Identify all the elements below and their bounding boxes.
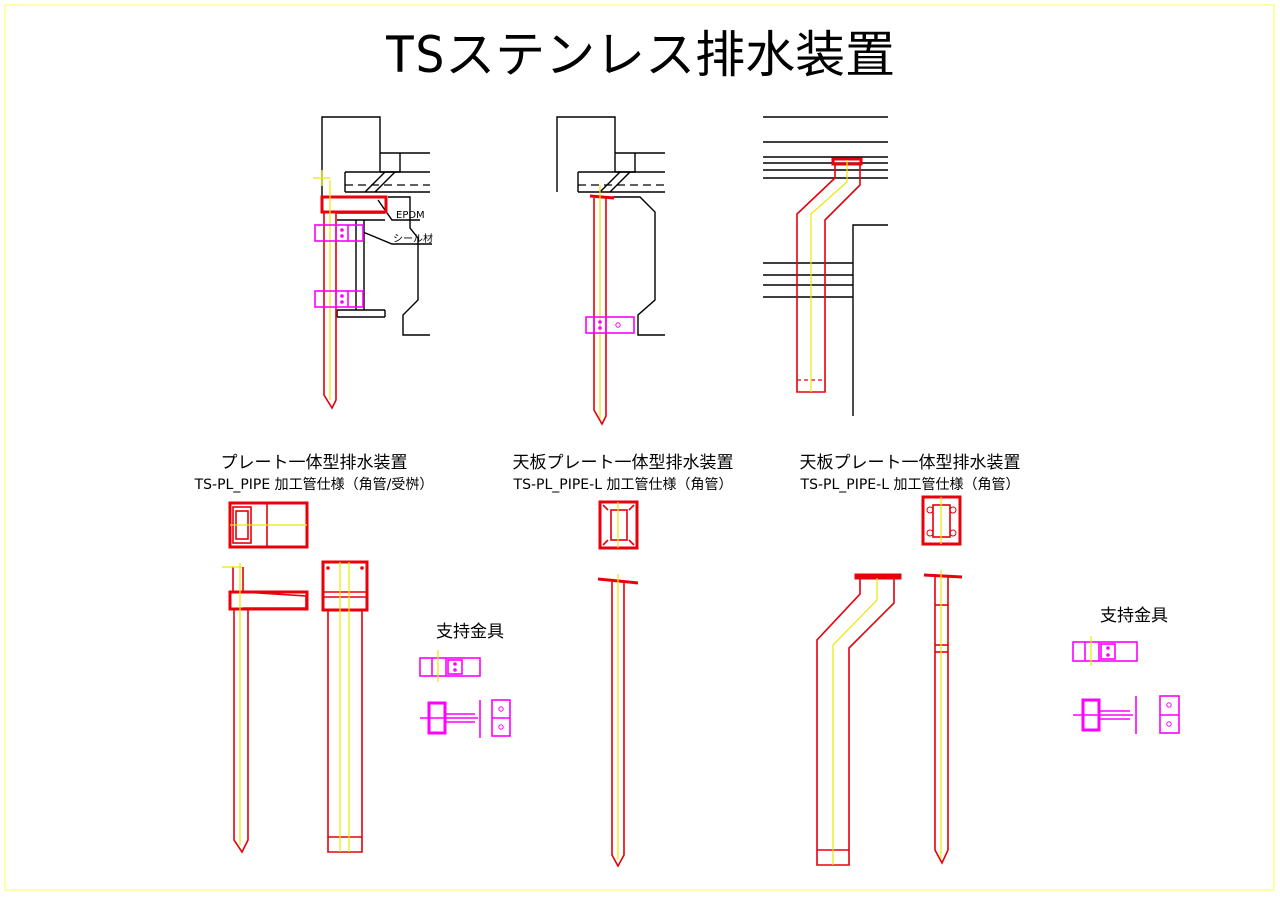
bracket-left-plan <box>420 699 511 738</box>
caption-3-title: 天板プレート一体型排水装置 <box>800 453 1021 473</box>
sheet-border <box>4 4 1275 891</box>
seal-label: シール材 <box>393 232 433 245</box>
detail-1-brackets <box>314 224 364 308</box>
detail-2-drain <box>589 185 615 426</box>
bracket-label-right: 支持金具 <box>1100 606 1168 626</box>
unit-1-front-view <box>321 560 369 853</box>
caption-2-subtitle: TS-PL_PIPE-L 加工管仕様（角管） <box>513 477 733 493</box>
unit-1-plan-view <box>228 501 309 549</box>
caption-3-subtitle: TS-PL_PIPE-L 加工管仕様（角管） <box>800 477 1020 493</box>
epdm-label: EPDM <box>396 210 425 221</box>
detail-1-section: EPDM シール材 <box>313 116 433 410</box>
detail-3-section <box>763 116 888 416</box>
detail-2-structure <box>556 116 665 336</box>
unit-3-front-view <box>923 570 963 865</box>
detail-1-drain <box>313 170 388 410</box>
detail-2-section <box>556 116 665 426</box>
bracket-label-left: 支持金具 <box>436 622 504 642</box>
bracket-right-side <box>1072 636 1138 666</box>
bracket-left-side <box>419 650 481 682</box>
drawing-title: TSステンレス排水装置 <box>385 26 895 84</box>
unit-3-plan-view <box>921 495 962 546</box>
unit-3-side-view <box>816 573 902 866</box>
unit-2-plan-view <box>598 500 639 550</box>
detail-3-structure <box>763 116 888 416</box>
detail-2-bracket <box>585 316 635 334</box>
detail-1-structure <box>321 116 432 336</box>
bracket-right-plan <box>1073 695 1180 734</box>
unit-1-side-view <box>222 563 309 854</box>
unit-2-side-view <box>597 574 639 868</box>
detail-3-drain <box>796 157 863 393</box>
caption-1-title: プレート一体型排水装置 <box>221 453 408 473</box>
caption-2-title: 天板プレート一体型排水装置 <box>513 453 734 473</box>
caption-1-subtitle: TS-PL_PIPE 加工管仕様（角管/受桝） <box>194 477 434 493</box>
